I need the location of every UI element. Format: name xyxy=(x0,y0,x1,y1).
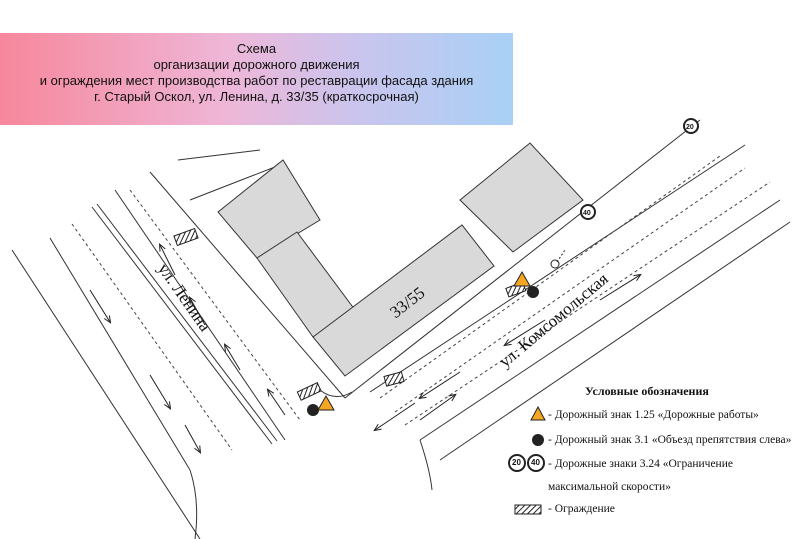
speed-sign-20: 20 xyxy=(683,118,699,134)
legend-item-speed-line1: - Дорожные знаки 3.24 «Ограничение xyxy=(548,458,733,470)
legend-item-speed-line2: максимальной скорости» xyxy=(548,481,671,493)
roadworks-sign-icon-right xyxy=(513,270,531,287)
building-main xyxy=(312,224,495,377)
fence-icon xyxy=(514,504,542,515)
roadworks-sign-corner xyxy=(307,394,335,416)
lenina-lane-markings xyxy=(71,189,301,451)
header-line-4: г. Старый Оскол, ул. Ленина, д. 33/35 (к… xyxy=(94,89,419,104)
komsomolskaya-road-edges xyxy=(319,119,791,491)
roadworks-sign-icon xyxy=(530,406,546,421)
roadworks-sign-icon xyxy=(317,394,335,411)
speed-sign-legend-40: 40 xyxy=(531,458,540,467)
fence-komsomolskaya-mid xyxy=(383,371,405,387)
header-line-3: и ограждения мест производства работ по … xyxy=(39,73,474,88)
legend-item-detour: - Дорожный знак 3.1 «Объезд препятствия … xyxy=(548,434,792,446)
legend-title: Условные обозначения xyxy=(585,384,709,398)
building-block xyxy=(217,142,584,377)
detour-sign-icon-right xyxy=(527,286,539,298)
komsomolskaya-lane-markings xyxy=(379,155,771,426)
svg-text:20: 20 xyxy=(686,124,694,131)
speed-sign-legend-20: 20 xyxy=(512,458,521,467)
lenina-median xyxy=(91,203,278,445)
speed-limit-signs-icon xyxy=(508,454,545,472)
header-banner: Схема организации дорожного движения и о… xyxy=(0,33,513,125)
lenina-direction-arrows xyxy=(89,245,286,452)
fence-markers xyxy=(173,227,527,401)
komsomolskaya-direction-arrows xyxy=(375,275,640,430)
fence-corner xyxy=(296,382,322,401)
building-right xyxy=(459,142,584,253)
detour-sign-icon xyxy=(532,434,544,446)
detour-sign-icon xyxy=(307,404,319,416)
street-label-komsomolskaya: ул. Комсомольская xyxy=(495,269,612,371)
speed-sign-40: 40 xyxy=(580,204,596,220)
street-label-lenina: ул. Ленина xyxy=(154,260,215,336)
lenina-road-edges xyxy=(11,149,346,539)
legend-item-fence: - Ограждение xyxy=(548,503,615,515)
legend-item-roadworks: - Дорожный знак 1.25 «Дорожные работы» xyxy=(548,409,759,421)
fence-lenina-top xyxy=(173,227,199,247)
roadworks-sign-right xyxy=(513,249,566,298)
svg-text:40: 40 xyxy=(583,210,591,217)
header-line-1: Схема xyxy=(236,41,277,56)
header-line-2: организации дорожного движения xyxy=(153,57,360,72)
